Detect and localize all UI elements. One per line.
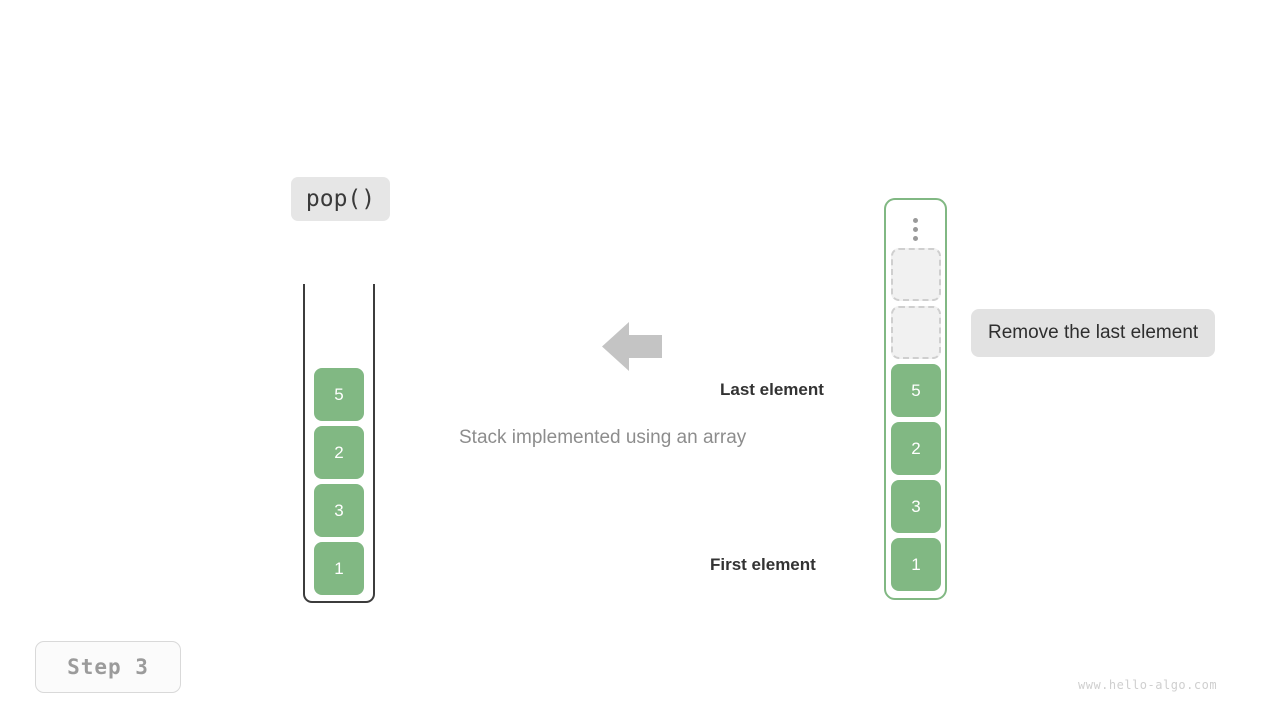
- array-container: 5 2 3 1: [884, 198, 947, 600]
- array-slot: 3: [891, 480, 941, 533]
- ellipsis-dot: [913, 217, 918, 223]
- note-chip: Remove the last element: [971, 309, 1216, 357]
- array-slot: 2: [891, 422, 941, 475]
- array-slot-empty: [891, 306, 941, 359]
- arrow-left-icon: [602, 320, 662, 373]
- operation-label: pop(): [305, 185, 376, 212]
- main-caption: Stack implemented using an array: [459, 427, 747, 448]
- operation-chip: pop(): [291, 177, 390, 221]
- array-slot: 1: [891, 538, 941, 591]
- vessel-floor: [303, 581, 375, 603]
- array-slot: 5: [891, 364, 941, 417]
- stack-block: 2: [314, 426, 364, 479]
- vessel-block-list: 5 2 3 1: [314, 368, 364, 595]
- vertical-ellipsis-icon: [886, 214, 945, 244]
- step-label: Step 3: [67, 655, 149, 679]
- ellipsis-dot: [913, 226, 918, 232]
- watermark: www.hello-algo.com: [1078, 678, 1218, 692]
- ellipsis-dot: [913, 235, 918, 241]
- step-badge: Step 3: [35, 641, 181, 693]
- vessel-right-wall: [373, 284, 375, 587]
- last-element-label: Last element: [720, 380, 824, 399]
- stack-block: 5: [314, 368, 364, 421]
- stack-vessel: 5 2 3 1: [303, 284, 375, 603]
- array-slot-list: 5 2 3 1: [891, 248, 941, 591]
- array-slot-empty: [891, 248, 941, 301]
- stack-block: 1: [314, 542, 364, 595]
- vessel-left-wall: [303, 284, 305, 587]
- stack-block: 3: [314, 484, 364, 537]
- first-element-label: First element: [710, 555, 816, 574]
- note-label: Remove the last element: [988, 322, 1199, 343]
